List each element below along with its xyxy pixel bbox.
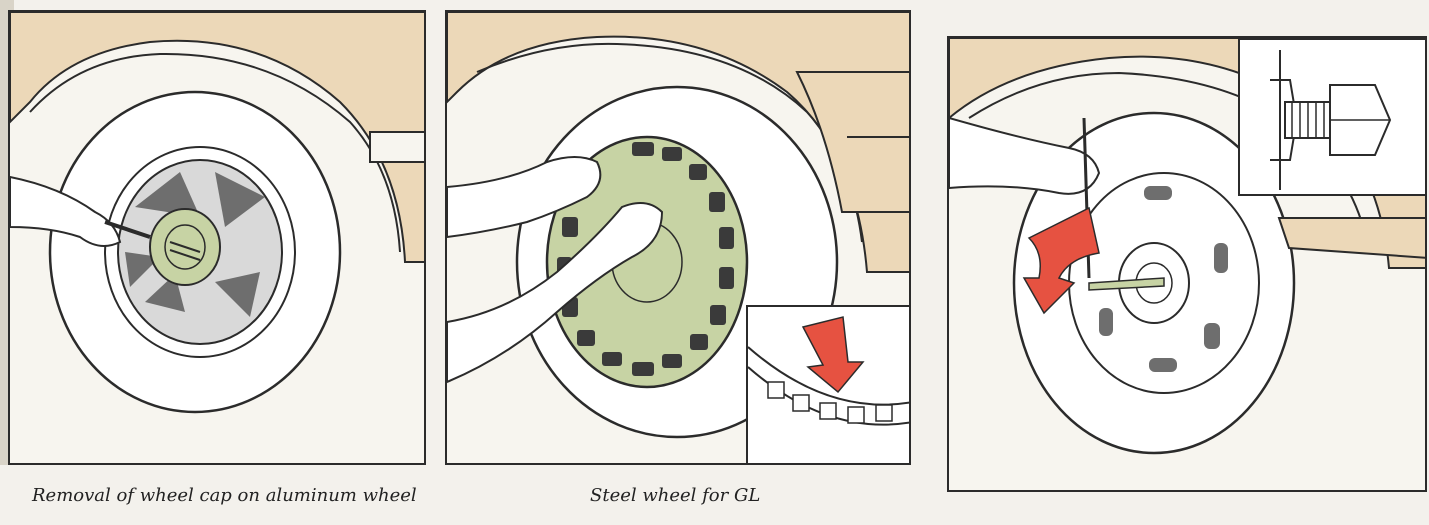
caption-figure-1: Removal of wheel cap on aluminum wheel <box>32 485 417 506</box>
inset-hubcap-clip-detail <box>746 305 911 465</box>
inset-bolt-detail <box>1238 38 1427 196</box>
bolt-detail-illustration <box>1240 40 1427 196</box>
clip-detail-illustration <box>748 307 911 465</box>
aluminum-wheel-illustration <box>10 12 426 465</box>
figure-aluminum-wheel <box>8 10 426 465</box>
caption-figure-2: Steel wheel for GL <box>590 485 760 506</box>
